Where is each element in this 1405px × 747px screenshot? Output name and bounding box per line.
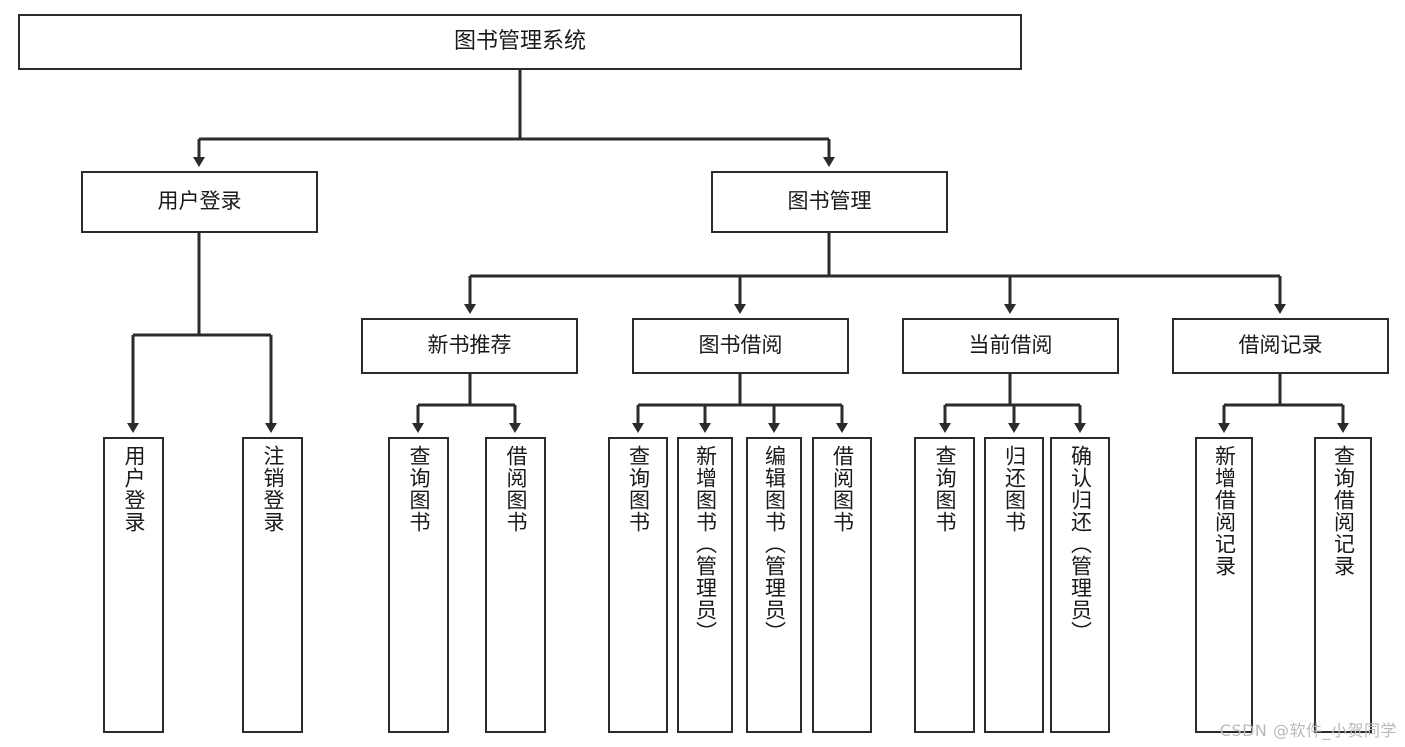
leaf-borrow-book-2[interactable]: 借阅图书 [812, 437, 872, 733]
node-book-borrow-label: 图书借阅 [698, 333, 783, 358]
leaf-return-book[interactable]: 归还图书 [984, 437, 1044, 733]
node-book-manage[interactable]: 图书管理 [711, 171, 948, 233]
leaf-edit-book-label: 编辑图书（管理员） [762, 445, 787, 643]
leaf-user-login-label: 用户登录 [122, 445, 146, 533]
leaf-query-book-3-label: 查询图书 [933, 445, 957, 533]
leaf-query-record[interactable]: 查询借阅记录 [1314, 437, 1372, 733]
node-current-borrow-label: 当前借阅 [968, 333, 1053, 358]
node-user-login[interactable]: 用户登录 [81, 171, 318, 233]
leaf-logout[interactable]: 注销登录 [242, 437, 303, 733]
node-current-borrow[interactable]: 当前借阅 [902, 318, 1119, 374]
leaf-add-book-label: 新增图书（管理员） [693, 445, 718, 643]
leaf-add-record[interactable]: 新增借阅记录 [1195, 437, 1253, 733]
node-root[interactable]: 图书管理系统 [18, 14, 1022, 70]
leaf-confirm-return-label: 确认归还（管理员） [1068, 445, 1093, 643]
leaf-query-book-2[interactable]: 查询图书 [608, 437, 668, 733]
watermark-text: CSDN @软件_小贺同学 [1219, 721, 1397, 740]
leaf-user-login[interactable]: 用户登录 [103, 437, 164, 733]
leaf-borrow-book-1[interactable]: 借阅图书 [485, 437, 546, 733]
leaf-query-book-1[interactable]: 查询图书 [388, 437, 449, 733]
leaf-query-book-2-label: 查询图书 [626, 445, 651, 533]
leaf-borrow-book-2-label: 借阅图书 [830, 445, 855, 533]
leaf-query-book-1-label: 查询图书 [407, 445, 431, 533]
leaf-add-record-label: 新增借阅记录 [1212, 445, 1237, 577]
node-borrow-record-label: 借阅记录 [1238, 333, 1323, 358]
leaf-add-book[interactable]: 新增图书（管理员） [677, 437, 733, 733]
leaf-query-book-3[interactable]: 查询图书 [914, 437, 975, 733]
node-new-book-rec[interactable]: 新书推荐 [361, 318, 578, 374]
leaf-query-record-label: 查询借阅记录 [1331, 445, 1356, 577]
leaf-edit-book[interactable]: 编辑图书（管理员） [746, 437, 802, 733]
leaf-logout-label: 注销登录 [261, 445, 285, 533]
node-book-borrow[interactable]: 图书借阅 [632, 318, 849, 374]
leaf-borrow-book-1-label: 借阅图书 [504, 445, 528, 533]
node-book-manage-label: 图书管理 [787, 189, 872, 214]
node-root-label: 图书管理系统 [453, 28, 586, 54]
leaf-confirm-return[interactable]: 确认归还（管理员） [1050, 437, 1110, 733]
node-new-book-rec-label: 新书推荐 [427, 333, 512, 358]
node-borrow-record[interactable]: 借阅记录 [1172, 318, 1389, 374]
node-user-login-label: 用户登录 [157, 189, 242, 214]
leaf-return-book-label: 归还图书 [1002, 445, 1027, 533]
